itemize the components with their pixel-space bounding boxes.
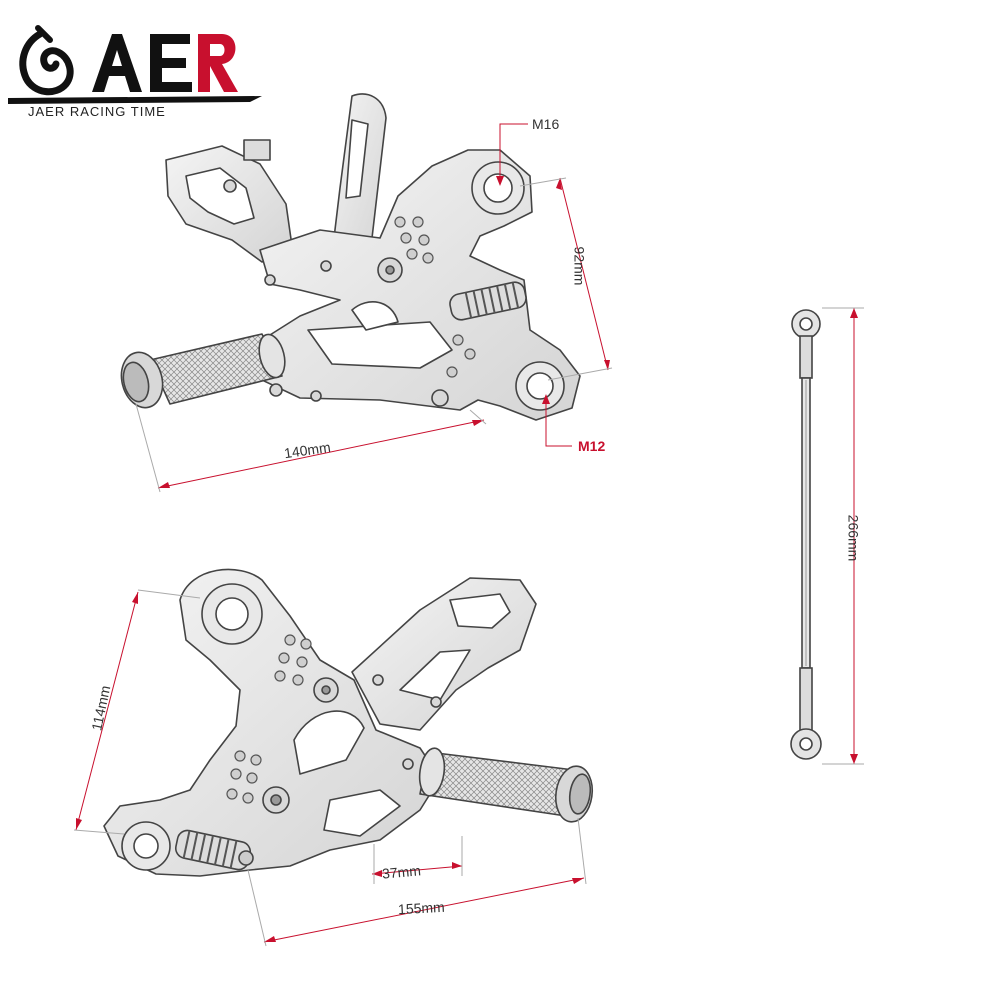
dim-bolt-m16: M16 [532,116,560,132]
bottom-dimension-lines [73,589,587,947]
top-footpeg [120,333,286,409]
logo-letter-a [92,34,142,92]
logo-letter-r [198,34,238,92]
brand-tagline: JAER RACING TIME [28,104,166,119]
top-rearset [120,93,581,421]
brand-logo [8,25,262,104]
dim-bottom-width: 155mm [397,898,446,918]
bottom-spring [174,829,254,871]
dim-top-height: 92mm [571,246,588,286]
dim-bottom-offset: 37mm [381,862,422,882]
dim-rod-length: 266mm [845,514,862,562]
logo-swoosh [8,96,262,104]
bottom-footpeg [418,747,594,823]
top-dimension-lines [135,123,613,493]
linkage-rod [790,309,822,760]
rod-dimension-line [822,307,864,765]
dim-bolt-m12: M12 [578,438,606,454]
logo-letter-e [150,34,192,92]
bottom-rearset [103,568,594,877]
logo-emblem [19,30,74,96]
top-spring [449,281,527,321]
